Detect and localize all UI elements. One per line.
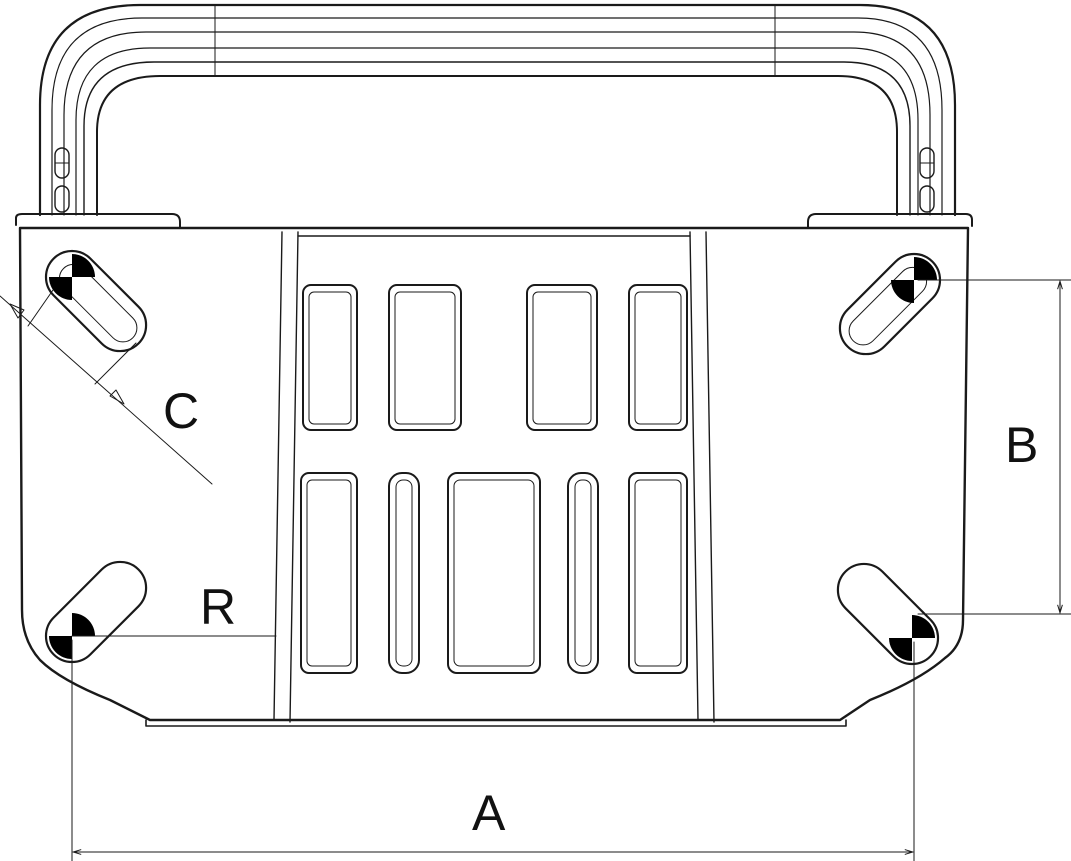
hole-center-marks — [49, 254, 937, 661]
mounting-plate — [15, 213, 973, 727]
mounting-slot-top-left — [44, 249, 148, 353]
dimension-a-lines — [71, 639, 915, 861]
carry-handle — [38, 3, 957, 217]
dimension-c-lines — [0, 289, 213, 485]
dimension-b-lines — [917, 279, 1071, 615]
dimension-c-label: C — [163, 383, 199, 439]
vent-slots — [300, 284, 688, 674]
dimension-b-label: B — [1005, 417, 1038, 473]
dimension-a-label: A — [472, 785, 506, 841]
dimension-r-label: R — [200, 579, 236, 635]
